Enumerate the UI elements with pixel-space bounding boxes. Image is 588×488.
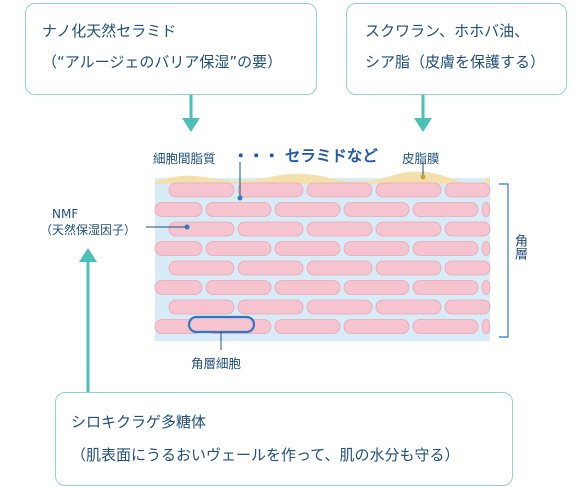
- corneocyte-cell: [274, 202, 341, 217]
- arrowhead-nano: [182, 118, 200, 132]
- corneocyte-cell: [168, 221, 235, 237]
- corneocyte-cell: [205, 280, 272, 295]
- corneocyte-cell: [168, 299, 235, 315]
- corneocyte-label: 角層細胞: [191, 356, 242, 371]
- corneocyte-cell: [306, 182, 373, 198]
- arrowhead-squalane: [414, 118, 432, 132]
- corneocyte-cell: [237, 299, 304, 315]
- corneocyte-cell: [444, 260, 491, 276]
- corneocyte-cell: [444, 182, 491, 198]
- dot-ceramide: [237, 195, 243, 201]
- arrowhead-tremella: [79, 248, 97, 262]
- corneocyte-cell: [343, 280, 410, 295]
- sebum-film-label: 皮脂膜: [402, 151, 440, 166]
- corneocyte-cell: [481, 319, 491, 334]
- squalane-box: スクワラン、ホホバ油、 シア脂（皮膚を保護する）: [346, 3, 567, 95]
- corneocyte-cell: [375, 182, 442, 198]
- corneocyte-cell: [154, 280, 203, 295]
- sebum-film: [155, 171, 490, 184]
- corneocyte-cell: [154, 241, 203, 256]
- corneocyte-cell: [375, 221, 442, 237]
- nano-ceramide-subtitle: （“アルージェのバリア保湿”の要）: [42, 53, 283, 71]
- nmf-label: NMF: [52, 207, 79, 221]
- corneocyte-cell: [237, 221, 304, 237]
- corneocyte-cell: [444, 221, 491, 237]
- dot-sebum: [420, 174, 426, 180]
- corneocyte-cell: [274, 319, 341, 334]
- corneocyte-cell: [481, 202, 491, 217]
- ceramide-label: ・・・ セラミドなど: [233, 147, 378, 165]
- dot-nmf: [184, 224, 190, 230]
- corneocyte-cell: [444, 299, 491, 315]
- highlighted-corneocyte: [187, 315, 256, 334]
- nano-ceramide-box: ナノ化天然セラミド （“アルージェのバリア保湿”の要）: [25, 3, 317, 95]
- tremella-subtitle: （肌表面にうるおいヴェールを作って、肌の水分も守る）: [71, 446, 460, 464]
- intercellular-lipid-label: 細胞間脂質: [153, 151, 216, 166]
- stratum-bracket: [499, 183, 509, 338]
- corneocyte-cell: [412, 241, 479, 256]
- corneocyte-cell: [306, 299, 373, 315]
- corneocyte-cell: [343, 241, 410, 256]
- corneocyte-cell: [168, 182, 235, 198]
- corneocyte-cell: [237, 182, 304, 198]
- squalane-title: スクワラン、ホホバ油、: [365, 22, 530, 40]
- nano-ceramide-title: ナノ化天然セラミド: [42, 22, 177, 40]
- stratum-corneum-label: 角層: [512, 234, 527, 260]
- tremella-box: シロキクラゲ多糖体 （肌表面にうるおいヴェールを作って、肌の水分も守る）: [55, 392, 513, 486]
- corneocyte-cell: [274, 280, 341, 295]
- corneocyte-cell: [343, 319, 410, 334]
- corneocyte-cell: [375, 260, 442, 276]
- corneocyte-cell: [205, 202, 272, 217]
- arrows: [79, 95, 432, 392]
- corneocyte-cell: [343, 202, 410, 217]
- corneocyte-cell: [481, 280, 491, 295]
- corneocyte-cell: [375, 299, 442, 315]
- corneocyte-cell: [412, 202, 479, 217]
- tremella-title: シロキクラゲ多糖体: [71, 413, 207, 431]
- corneocyte-cell: [154, 202, 203, 217]
- leader-lines: [146, 162, 426, 350]
- corneocyte-cell: [237, 260, 304, 276]
- squalane-subtitle: シア脂（皮膚を保護する）: [365, 53, 546, 71]
- corneocyte-cell: [412, 280, 479, 295]
- corneocyte-cell: [168, 260, 235, 276]
- corneocyte-cell: [306, 260, 373, 276]
- corneocyte-cells: [154, 182, 491, 334]
- corneocyte-cell: [412, 319, 479, 334]
- corneocyte-cell: [306, 221, 373, 237]
- corneocyte-cell: [481, 241, 491, 256]
- corneocyte-cell: [205, 241, 272, 256]
- nmf-description-label: （天然保湿因子）: [40, 223, 137, 237]
- corneocyte-cell: [274, 241, 341, 256]
